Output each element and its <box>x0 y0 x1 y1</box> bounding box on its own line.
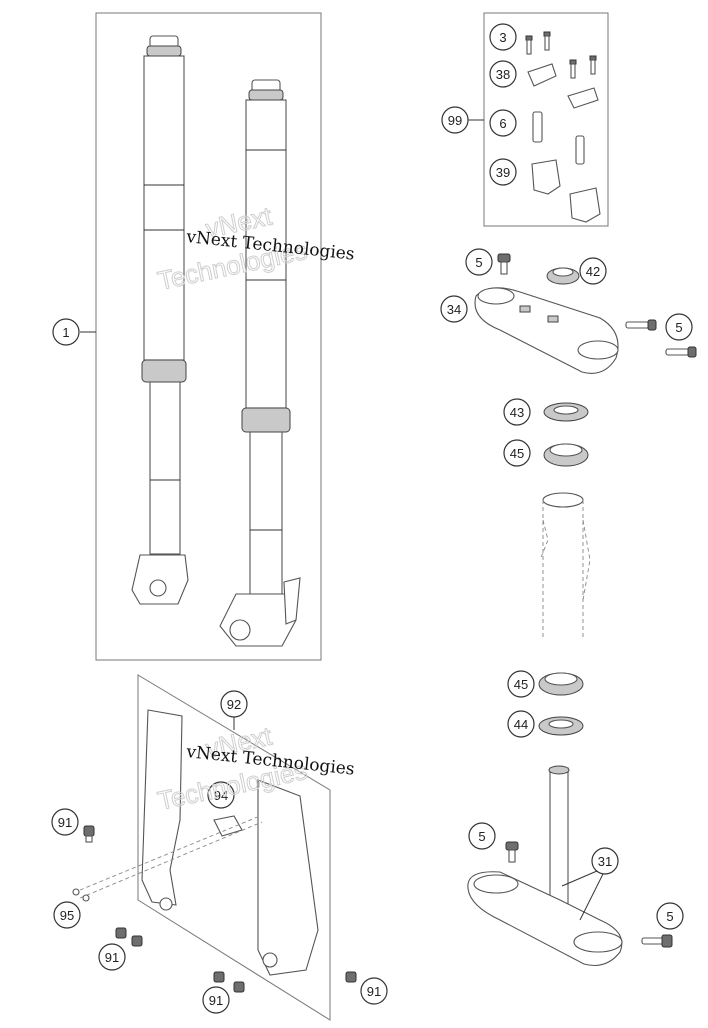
sleeve <box>532 111 543 143</box>
svg-text:31: 31 <box>598 854 612 869</box>
callout-42: 42 <box>579 257 607 285</box>
watermark: vNext Technologies vNext Technologies <box>155 720 356 816</box>
screw <box>83 825 95 843</box>
screw <box>345 971 357 983</box>
svg-text:5: 5 <box>475 255 482 270</box>
svg-text:1: 1 <box>62 325 69 340</box>
callout-91-top: 91 <box>51 808 79 836</box>
callout-94: 94 <box>207 781 235 809</box>
callout-34: 34 <box>440 295 468 323</box>
svg-text:44: 44 <box>514 717 528 732</box>
svg-text:91: 91 <box>105 950 119 965</box>
svg-text:34: 34 <box>447 302 461 317</box>
callout-5-upper-left: 5 <box>465 248 493 276</box>
svg-text:42: 42 <box>586 264 600 279</box>
callout-38: 38 <box>489 60 517 88</box>
callout-3: 3 <box>489 23 517 51</box>
callout-91-bottom: 91 <box>202 986 230 1014</box>
bolt <box>641 934 673 948</box>
fork-leg-left <box>131 35 189 605</box>
callout-91-right: 91 <box>360 977 388 1005</box>
svg-text:3: 3 <box>499 30 506 45</box>
washer <box>72 888 80 896</box>
callout-5-lower-left: 5 <box>468 822 496 850</box>
svg-text:91: 91 <box>209 993 223 1008</box>
callout-43: 43 <box>503 398 531 426</box>
bolt <box>505 841 519 863</box>
leader-line <box>561 870 598 887</box>
assembly-line <box>79 821 263 899</box>
svg-text:92: 92 <box>227 697 241 712</box>
svg-text:5: 5 <box>675 320 682 335</box>
upper-triple-clamp <box>474 287 619 374</box>
svg-text:91: 91 <box>367 984 381 999</box>
callout-91-left: 91 <box>98 943 126 971</box>
bearing <box>544 672 578 686</box>
nut <box>552 267 574 277</box>
screw-small <box>525 31 597 79</box>
fork-guard-sheet <box>137 674 331 1021</box>
clamp-base <box>569 187 601 223</box>
fork-leg-right <box>219 79 301 647</box>
fork-group-frame <box>95 12 322 661</box>
callout-1: 1 <box>52 318 80 346</box>
bolt <box>625 319 697 358</box>
svg-text:43: 43 <box>510 405 524 420</box>
callout-31: 31 <box>591 847 619 875</box>
bearing <box>549 443 583 457</box>
callout-45-upper: 45 <box>503 439 531 467</box>
washer <box>82 894 90 902</box>
callout-99: 99 <box>441 106 469 134</box>
svg-text:5: 5 <box>478 829 485 844</box>
svg-text:45: 45 <box>510 446 524 461</box>
clamp-base <box>531 159 561 195</box>
svg-text:5: 5 <box>666 909 673 924</box>
steering-head-tube <box>539 492 591 640</box>
callout-39: 39 <box>489 158 517 186</box>
fork-guard-right <box>257 779 319 976</box>
svg-text:91: 91 <box>58 815 72 830</box>
clamp-cap <box>527 63 557 87</box>
sleeve <box>575 135 585 165</box>
screw <box>115 927 143 947</box>
svg-text:45: 45 <box>514 677 528 692</box>
callout-5-upper-right: 5 <box>665 313 693 341</box>
callout-45-lower: 45 <box>507 670 535 698</box>
fork-guard-left <box>141 709 183 911</box>
leader-line <box>579 873 604 921</box>
seal-ring <box>548 719 574 729</box>
seal-ring <box>553 405 579 415</box>
callout-95: 95 <box>53 901 81 929</box>
clamp-cap <box>567 87 599 109</box>
callout-44: 44 <box>507 710 535 738</box>
svg-text:39: 39 <box>496 165 510 180</box>
bolt <box>497 253 511 275</box>
callout-6: 6 <box>489 109 517 137</box>
svg-text:94: 94 <box>214 788 228 803</box>
callout-5-lower-right: 5 <box>656 902 684 930</box>
svg-text:95: 95 <box>60 908 74 923</box>
svg-text:99: 99 <box>448 113 462 128</box>
callout-92: 92 <box>220 690 248 718</box>
lower-triple-clamp <box>467 765 623 967</box>
svg-text:38: 38 <box>496 67 510 82</box>
svg-text:6: 6 <box>499 116 506 131</box>
screw <box>213 971 245 993</box>
assembly-line <box>79 815 261 891</box>
